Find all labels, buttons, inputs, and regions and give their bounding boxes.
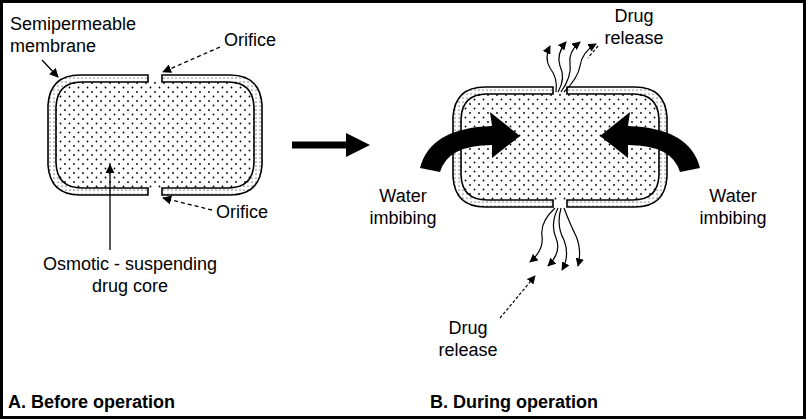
panel-caption: A. Before operation [8, 392, 268, 414]
part-label: Water imbibing [690, 186, 776, 229]
leader-line [163, 198, 212, 210]
transition-arrow-head [346, 133, 370, 157]
panel-caption: B. During operation [430, 392, 690, 414]
leader-line [163, 47, 220, 72]
drug-stream [547, 42, 596, 92]
capsule-during [453, 87, 667, 207]
leader-line [109, 165, 110, 250]
capsule-before [48, 75, 262, 195]
drug-stream [530, 208, 580, 270]
leader-line [500, 276, 535, 318]
transition-arrow [292, 142, 350, 149]
part-label: Orifice [216, 202, 306, 224]
leader-line [588, 46, 598, 58]
water-arrow [420, 112, 520, 172]
part-label: Orifice [224, 30, 314, 52]
part-label: Osmotic - suspending drug core [30, 254, 230, 297]
part-label: Drug release [594, 6, 674, 49]
leader-line [42, 60, 58, 77]
part-label: Drug release [430, 318, 506, 361]
part-label: Water imbibing [360, 186, 446, 229]
water-arrow [600, 112, 700, 172]
part-label: Semipermeable membrane [10, 14, 150, 57]
